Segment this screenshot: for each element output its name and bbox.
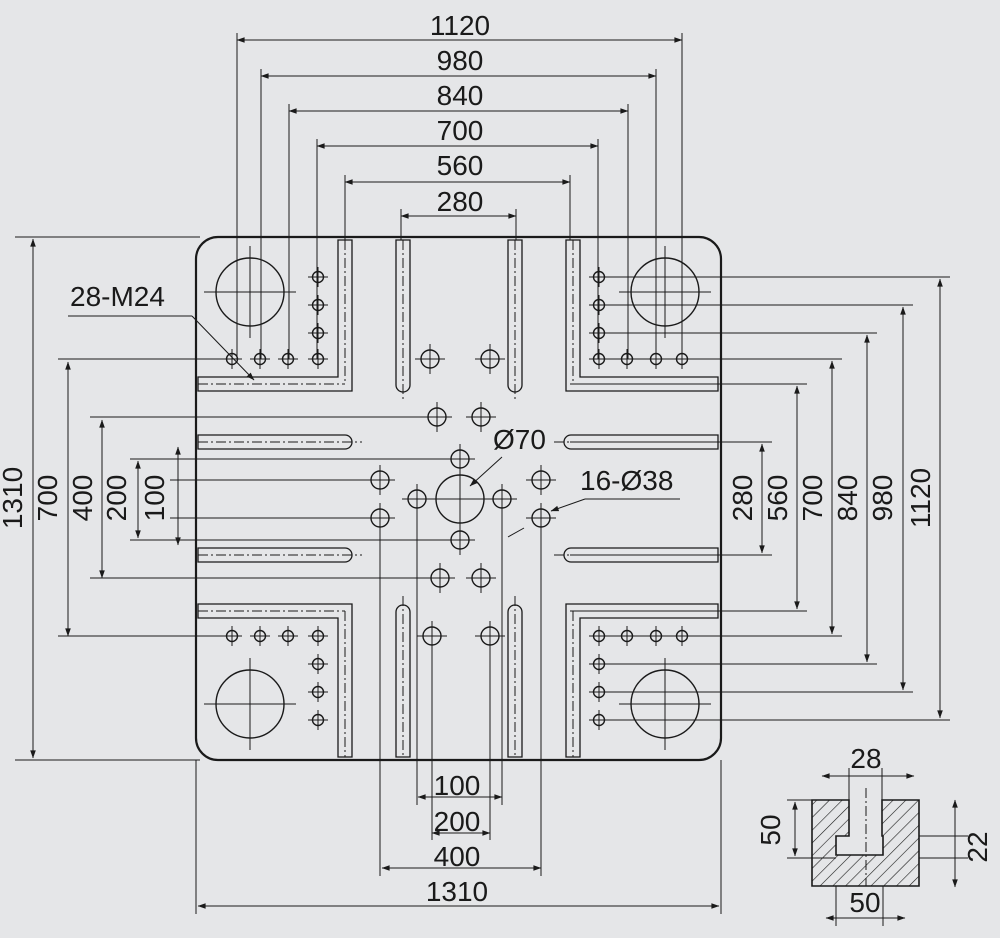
slot-detail-depth: 50 [755,814,786,845]
slot-corner-bl [197,603,353,758]
callout-center-hole: Ø70 [493,424,546,455]
dim-left-200: 200 [101,475,132,522]
slot-corner-tr [565,239,719,392]
slot-detail-bottom-width: 50 [849,887,880,918]
slot-corner-br [565,603,719,758]
slot-corner-tl [197,239,353,392]
dim-top-840: 840 [437,80,484,111]
dim-right-560: 560 [762,475,793,522]
dim-right-840: 840 [832,475,863,522]
dim-top-1120: 1120 [430,10,490,41]
leader-through [550,498,586,512]
leader-center [469,456,503,487]
slot-detail-section [811,799,920,887]
dim-left-700: 700 [32,475,63,522]
dim-top-560: 560 [437,150,484,181]
dim-top-280: 280 [437,186,484,217]
dim-right-1120: 1120 [905,468,936,528]
slot-detail-neck: 22 [962,831,993,862]
dim-bottom-400: 400 [434,841,481,872]
dim-right-980: 980 [867,475,898,522]
slot-detail-top-width: 28 [850,743,881,774]
dim-left-400: 400 [67,475,98,522]
dim-right-700: 700 [797,475,828,522]
dim-top-700: 700 [437,115,484,146]
dim-top-980: 980 [437,45,484,76]
dim-right-280: 280 [727,475,758,522]
callout-through-holes: 16-Ø38 [580,465,673,496]
dim-bottom-200: 200 [434,806,481,837]
leader-through-2 [507,527,525,538]
dim-bottom-100: 100 [434,770,481,801]
dim-bottom-1310: 1310 [426,876,488,907]
dim-left-1310: 1310 [0,467,28,529]
callout-tapped-holes: 28-M24 [70,281,165,312]
leader-tapped [191,315,255,381]
platen-geometry [15,33,968,926]
dim-left-100: 100 [139,475,170,522]
